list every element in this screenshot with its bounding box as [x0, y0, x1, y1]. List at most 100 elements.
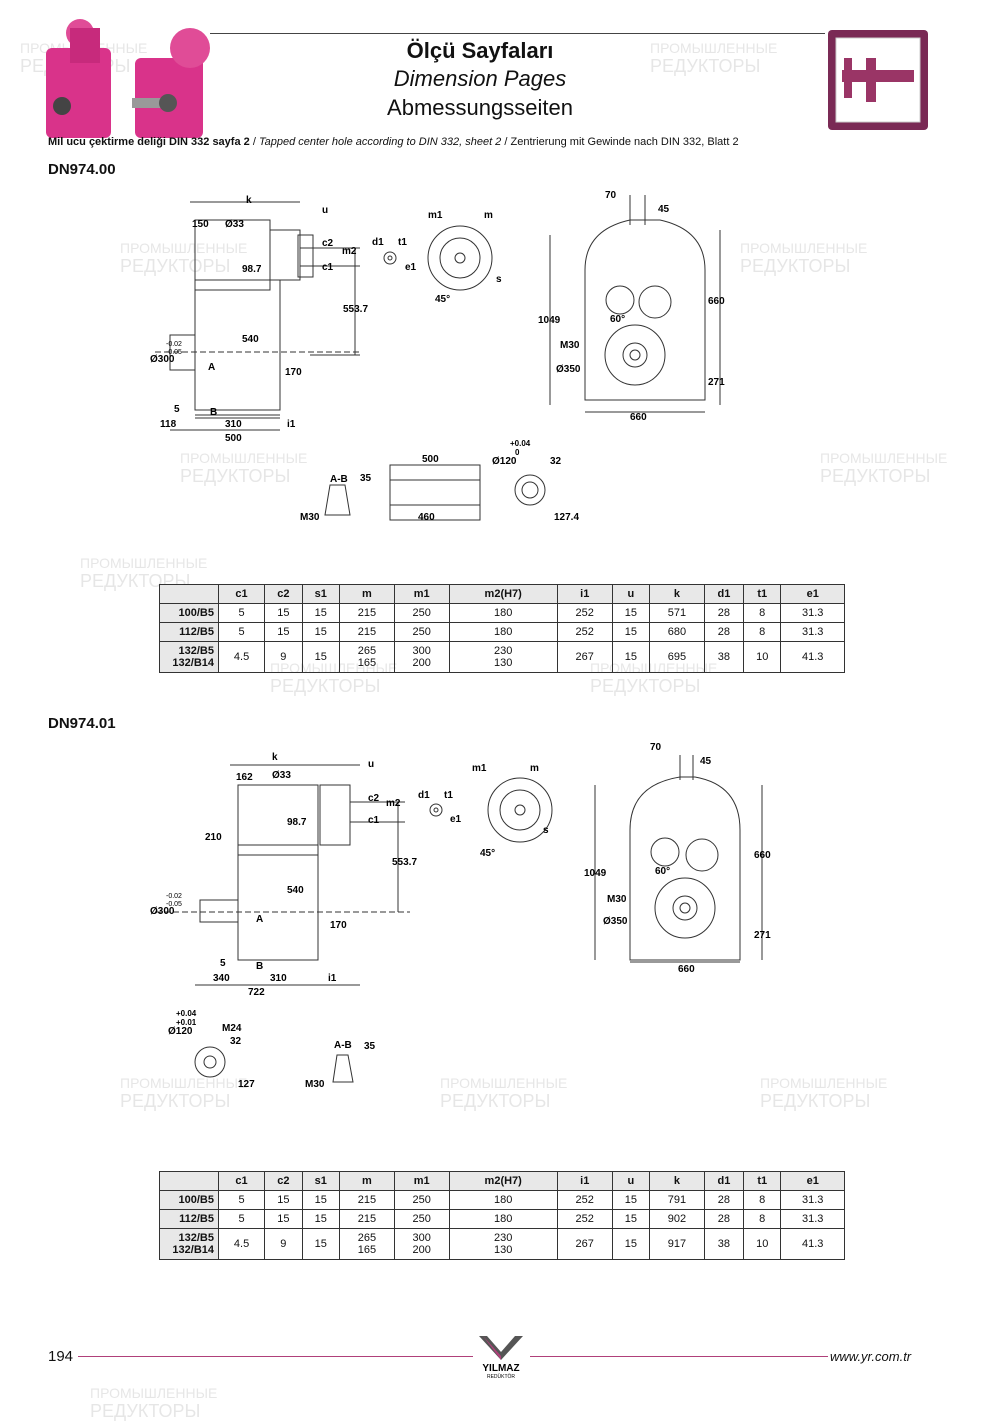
col-header: m1	[393, 1171, 450, 1191]
svg-text:k: k	[272, 752, 278, 763]
dimension-table: c1 c2 s1 m m1 m2(H7) i1 u k d1 t1 e1 100…	[159, 584, 845, 673]
svg-text:Ø120: Ø120	[492, 456, 517, 467]
svg-text:m: m	[530, 763, 539, 774]
page-title-de: Abmessungsseiten	[387, 95, 573, 120]
svg-text:500: 500	[422, 454, 439, 465]
svg-text:271: 271	[708, 377, 725, 388]
svg-text:210: 210	[205, 832, 222, 843]
svg-text:k: k	[246, 195, 252, 206]
svg-text:m: m	[484, 210, 493, 221]
svg-text:45°: 45°	[480, 848, 495, 859]
svg-text:d1: d1	[372, 237, 384, 248]
section-code: DN974.01	[48, 715, 116, 732]
svg-text:310: 310	[270, 973, 287, 984]
svg-text:5: 5	[220, 958, 226, 969]
svg-text:1049: 1049	[538, 315, 561, 326]
svg-text:722: 722	[248, 987, 265, 998]
footer-rule	[530, 1356, 828, 1357]
svg-text:70: 70	[605, 190, 617, 201]
dimension-drawing: k 162 Ø33 u c2 m2 c1 98.7 210 553.7 540 …	[150, 742, 771, 1090]
svg-text:45: 45	[658, 204, 670, 215]
col-header: m	[339, 1171, 395, 1191]
svg-text:98.7: 98.7	[242, 264, 262, 275]
svg-text:Ø33: Ø33	[272, 770, 291, 781]
col-header: k	[649, 1171, 705, 1191]
svg-text:c2: c2	[322, 238, 334, 249]
svg-text:118: 118	[160, 419, 177, 430]
svg-text:e1: e1	[450, 814, 462, 825]
svg-text:A: A	[256, 914, 263, 925]
svg-text:+0.04: +0.04	[510, 439, 531, 448]
svg-text:u: u	[322, 205, 328, 216]
svg-text:A-B: A-B	[330, 474, 348, 485]
svg-text:m1: m1	[428, 210, 443, 221]
svg-text:660: 660	[678, 964, 695, 975]
svg-text:c2: c2	[368, 793, 380, 804]
svg-text:660: 660	[630, 412, 647, 423]
svg-text:M24: M24	[222, 1023, 242, 1034]
svg-text:+0.01: +0.01	[176, 1018, 197, 1027]
col-header: c2	[264, 1171, 303, 1191]
svg-text:M30: M30	[560, 340, 580, 351]
svg-text:t1: t1	[398, 237, 407, 248]
svg-text:i1: i1	[328, 973, 337, 984]
svg-text:m2: m2	[342, 246, 357, 257]
col-header: t1	[742, 584, 782, 604]
corner-cell	[159, 584, 219, 604]
col-header: i1	[556, 584, 613, 604]
caliper-icon	[828, 30, 928, 130]
svg-text:660: 660	[754, 850, 771, 861]
col-header: m2(H7)	[448, 1171, 558, 1191]
col-header: u	[611, 584, 651, 604]
svg-text:271: 271	[754, 930, 771, 941]
svg-text:c1: c1	[368, 815, 380, 826]
svg-text:660: 660	[708, 296, 725, 307]
svg-text:Ø300: Ø300	[150, 906, 175, 917]
svg-text:Ø300: Ø300	[150, 354, 175, 365]
svg-text:553.7: 553.7	[392, 857, 417, 868]
footer-rule	[78, 1356, 473, 1357]
col-header: e1	[780, 584, 845, 604]
gearbox-photo	[46, 19, 210, 138]
svg-text:170: 170	[285, 367, 302, 378]
col-header: i1	[556, 1171, 613, 1191]
header-rule	[210, 33, 825, 34]
col-header: m1	[393, 584, 450, 604]
svg-text:c1: c1	[322, 262, 334, 273]
svg-text:m2: m2	[386, 798, 401, 809]
svg-text:YILMAZ: YILMAZ	[482, 1363, 519, 1374]
col-header: s1	[301, 584, 341, 604]
svg-text:-0.02: -0.02	[166, 893, 182, 900]
svg-text:460: 460	[418, 512, 435, 523]
col-header: m2(H7)	[448, 584, 558, 604]
svg-text:70: 70	[650, 742, 662, 753]
svg-text:M30: M30	[300, 512, 320, 523]
svg-text:150: 150	[192, 219, 209, 230]
svg-text:u: u	[368, 759, 374, 770]
website-link[interactable]: www.yr.com.tr	[830, 1349, 912, 1364]
col-header: d1	[703, 584, 744, 604]
svg-text:98.7: 98.7	[287, 817, 307, 828]
svg-text:s: s	[543, 825, 549, 836]
col-header: t1	[742, 1171, 782, 1191]
svg-text:i1: i1	[287, 419, 296, 430]
svg-text:500: 500	[225, 433, 242, 444]
svg-text:M30: M30	[607, 894, 627, 905]
col-header: e1	[780, 1171, 845, 1191]
svg-text:t1: t1	[444, 790, 453, 801]
svg-text:35: 35	[360, 473, 372, 484]
svg-text:s: s	[496, 274, 502, 285]
page-title-en: Dimension Pages	[393, 66, 567, 91]
subtitle-line: Mil ucu çektirme deliği DIN 332 sayfa 2 …	[48, 136, 739, 148]
svg-text:-0.02: -0.02	[166, 341, 182, 348]
col-header: k	[649, 584, 705, 604]
